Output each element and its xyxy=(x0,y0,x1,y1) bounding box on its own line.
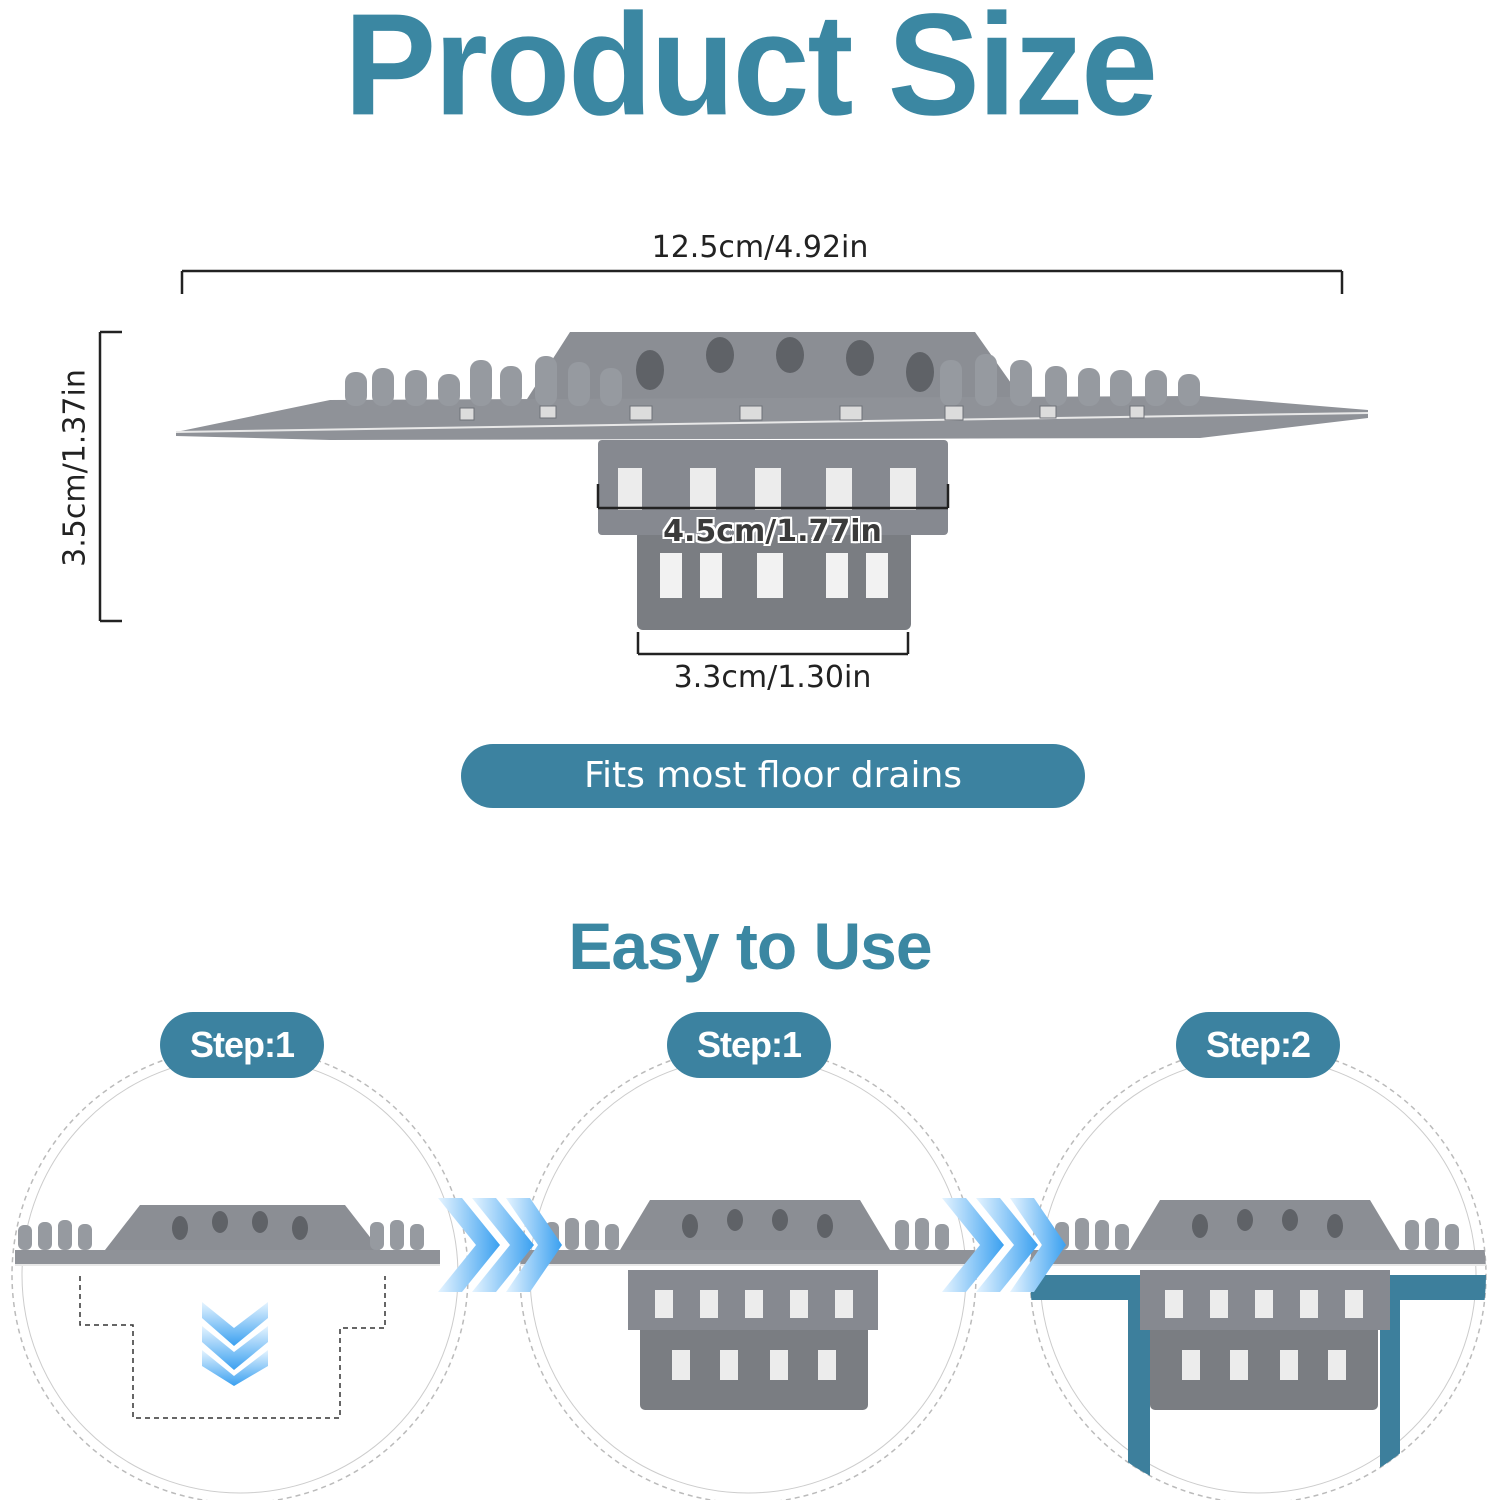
step-badge-1: Step:1 xyxy=(160,1012,324,1078)
step-2-illustration xyxy=(520,1200,976,1410)
down-arrow-icon xyxy=(202,1302,268,1386)
page-title: Product Size xyxy=(344,0,1158,146)
inner-diameter-label: 4.5cm/1.77in xyxy=(663,514,882,549)
step-3-illustration xyxy=(1030,1200,1486,1500)
bottom-diameter-label: 3.3cm/1.30in xyxy=(673,660,872,695)
usage-title: Easy to Use xyxy=(568,909,932,983)
next-arrow-icon xyxy=(942,1198,1066,1292)
bottom-dimension-line xyxy=(636,632,910,656)
fits-badge: Fits most floor drains xyxy=(461,744,1085,808)
height-label: 3.5cm/1.37in xyxy=(57,369,93,567)
drain-strainer-product xyxy=(175,332,1369,630)
next-arrow-icon xyxy=(438,1198,562,1292)
step-circle-1 xyxy=(11,1046,469,1500)
step-1-illustration xyxy=(15,1205,440,1419)
step-badge-3: Step:2 xyxy=(1176,1012,1340,1078)
width-dimension-line xyxy=(180,269,1344,294)
step-badge-2: Step:1 xyxy=(667,1012,831,1078)
inner-dimension-line xyxy=(596,484,950,510)
width-label: 12.5cm/4.92in xyxy=(651,230,869,265)
height-dimension-line xyxy=(98,330,122,623)
